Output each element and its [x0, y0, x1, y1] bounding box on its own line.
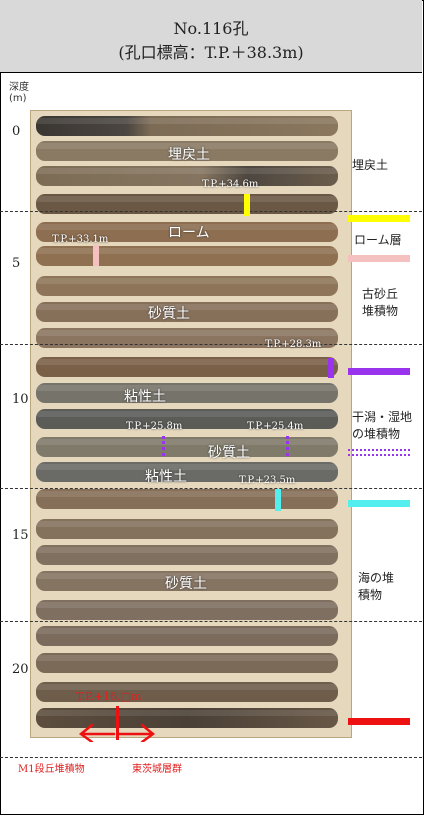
core-row-4 [36, 194, 338, 214]
unit-label-tidal-flat: 干潟・湿地 の堆積物 [352, 409, 412, 443]
core-row-17 [36, 545, 338, 565]
core-row-2 [36, 141, 338, 161]
core-row-16 [36, 519, 338, 539]
core-row-20 [36, 626, 338, 646]
core-row-14 [36, 462, 338, 482]
core-label-umemodoshi: 埋戻土 [168, 147, 210, 163]
contact-arrows [78, 723, 156, 742]
legend-bar-marine [348, 500, 410, 507]
depth-tick-10: 10 [12, 392, 29, 407]
unit-label-umemodoshi: 埋戻土 [352, 158, 389, 172]
tp-label-23-5: T.P.+23.5m [239, 475, 296, 486]
core-row-10 [36, 357, 338, 377]
core-row-9 [36, 328, 338, 348]
depth-tick-0: 0 [12, 124, 21, 139]
core-row-8 [36, 302, 338, 322]
marker-tp-33-1 [93, 245, 99, 266]
depth-axis-label: 深度 [9, 82, 29, 93]
core-row-21 [36, 653, 338, 673]
unit-label-marine-line2: 積物 [358, 588, 383, 602]
core-row-7 [36, 276, 338, 296]
legend-bar-loam [348, 215, 410, 222]
core-row-12 [36, 409, 338, 429]
unit-label-old-dune: 古砂丘 堆積物 [358, 286, 402, 320]
unit-label-tidal-flat-line2: の堆積物 [352, 427, 401, 441]
legend-bar-base [348, 718, 410, 725]
core-label-loam: ローム [168, 225, 210, 241]
core-label-clay-1: 粘性土 [124, 389, 166, 405]
legend-bar-tidal-dotted [348, 449, 410, 456]
core-label-clay-2: 粘性土 [145, 469, 187, 485]
core-row-15 [36, 489, 338, 509]
borehole-elevation: (孔口標高：T.P.＋38.3m) [118, 43, 304, 62]
marker-tp-34-6 [244, 194, 250, 216]
tp-label-28-3: T.P.+28.3m [265, 339, 322, 350]
marker-tp-16 [116, 706, 119, 740]
core-row-19 [36, 600, 338, 620]
depth-axis-unit: (m) [9, 93, 27, 104]
boundary-line-loam [0, 211, 422, 212]
boundary-line-lower [0, 621, 422, 622]
legend-bar-tidal-flat [348, 368, 410, 375]
core-row-23 [36, 708, 338, 728]
core-row-6 [36, 246, 338, 266]
unit-label-tidal-flat-line1: 干潟・湿地 [352, 410, 413, 424]
tp-label-25-4: T.P.+25.4m [247, 421, 304, 432]
header-box: No.116孔 (孔口標高：T.P.＋38.3m) [0, 0, 422, 73]
legend-bar-old-dune [348, 255, 410, 262]
core-row-3 [36, 166, 338, 186]
core-label-sand-2: 砂質土 [208, 445, 250, 461]
unit-label-marine: 海の堆 積物 [358, 570, 394, 604]
marker-tp-28-3 [328, 358, 334, 378]
depth-tick-5: 5 [12, 256, 21, 271]
marker-tp-25-4 [286, 436, 292, 456]
core-row-11 [36, 383, 338, 403]
tp-label-25-8: T.P.+25.8m [126, 421, 183, 432]
depth-tick-15: 15 [12, 528, 29, 543]
core-row-5 [36, 222, 338, 242]
marker-tp-25-8 [162, 436, 168, 456]
borehole-title: No.116孔 [173, 19, 249, 38]
boundary-line-tidal [0, 344, 422, 345]
core-row-1 [36, 116, 338, 136]
unit-label-loam: ローム層 [354, 233, 402, 247]
core-label-sand-1: 砂質土 [148, 306, 190, 322]
boundary-line-marine [0, 488, 422, 489]
core-row-18 [36, 571, 338, 591]
core-label-sand-3: 砂質土 [165, 576, 207, 592]
unit-label-old-dune-line2: 堆積物 [361, 304, 398, 318]
marker-tp-23-5 [275, 489, 281, 511]
tp-label-34-6: T.P.+34.6m [202, 179, 259, 190]
depth-axis-title: 深度 (m) [9, 82, 29, 104]
depth-tick-20: 20 [12, 662, 29, 677]
tp-label-16: T.P.+16.□m [76, 690, 142, 703]
unit-label-marine-line1: 海の堆 [358, 571, 395, 585]
core-row-22 [36, 682, 338, 702]
tp-label-33-1: T.P.+33.1m [52, 234, 109, 245]
unit-label-old-dune-line1: 古砂丘 [361, 287, 398, 301]
boundary-line-bottom [0, 757, 422, 758]
bottom-label-m1-terrace: M1段丘堆積物 [18, 764, 85, 775]
core-row-13 [36, 437, 338, 457]
bottom-label-higashi-ibaraki: 東茨城層群 [132, 764, 182, 775]
